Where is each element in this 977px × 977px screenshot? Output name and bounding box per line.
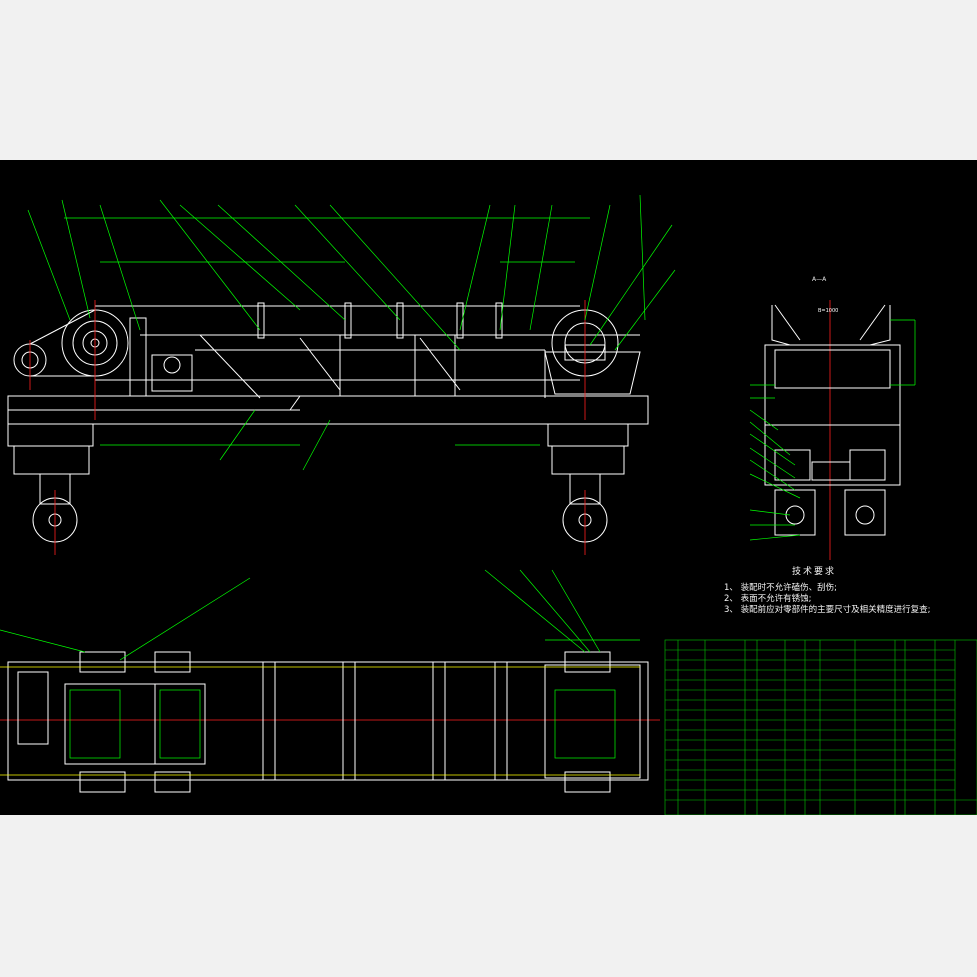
plan-view xyxy=(7,651,649,793)
technical-requirements: 技术要求 1、 装配时不允许磕伤、刮伤; 2、 表面不允许有锈蚀; 3、 装配前… xyxy=(724,564,964,616)
leader-lines xyxy=(27,194,676,471)
tech-item: 1、 装配时不允许磕伤、刮伤; xyxy=(724,583,837,593)
tech-title: 技术要求 xyxy=(791,567,836,577)
section-leaders xyxy=(749,319,916,541)
parts-table xyxy=(664,639,977,815)
dim-label: B=1000 xyxy=(818,308,839,314)
truss xyxy=(140,334,261,399)
section-view xyxy=(764,304,901,536)
center-lines xyxy=(0,300,831,721)
right-leg xyxy=(547,423,629,447)
plan-green xyxy=(0,569,640,759)
section-label: A—A xyxy=(812,276,827,283)
front-view xyxy=(7,302,649,543)
idler xyxy=(257,302,265,339)
tech-item: 3、 装配前应对零部件的主要尺寸及相关精度进行复查; xyxy=(724,605,931,615)
left-leg xyxy=(7,423,94,447)
cad-drawing xyxy=(0,194,977,815)
hidden-lines xyxy=(0,666,640,776)
tech-item: 2、 表面不允许有锈蚀; xyxy=(724,594,812,604)
drawing-sheet: A—A B=1000 技术要求 1、 装配时不允许磕伤、刮伤; 2、 表面不允许… xyxy=(0,160,977,815)
